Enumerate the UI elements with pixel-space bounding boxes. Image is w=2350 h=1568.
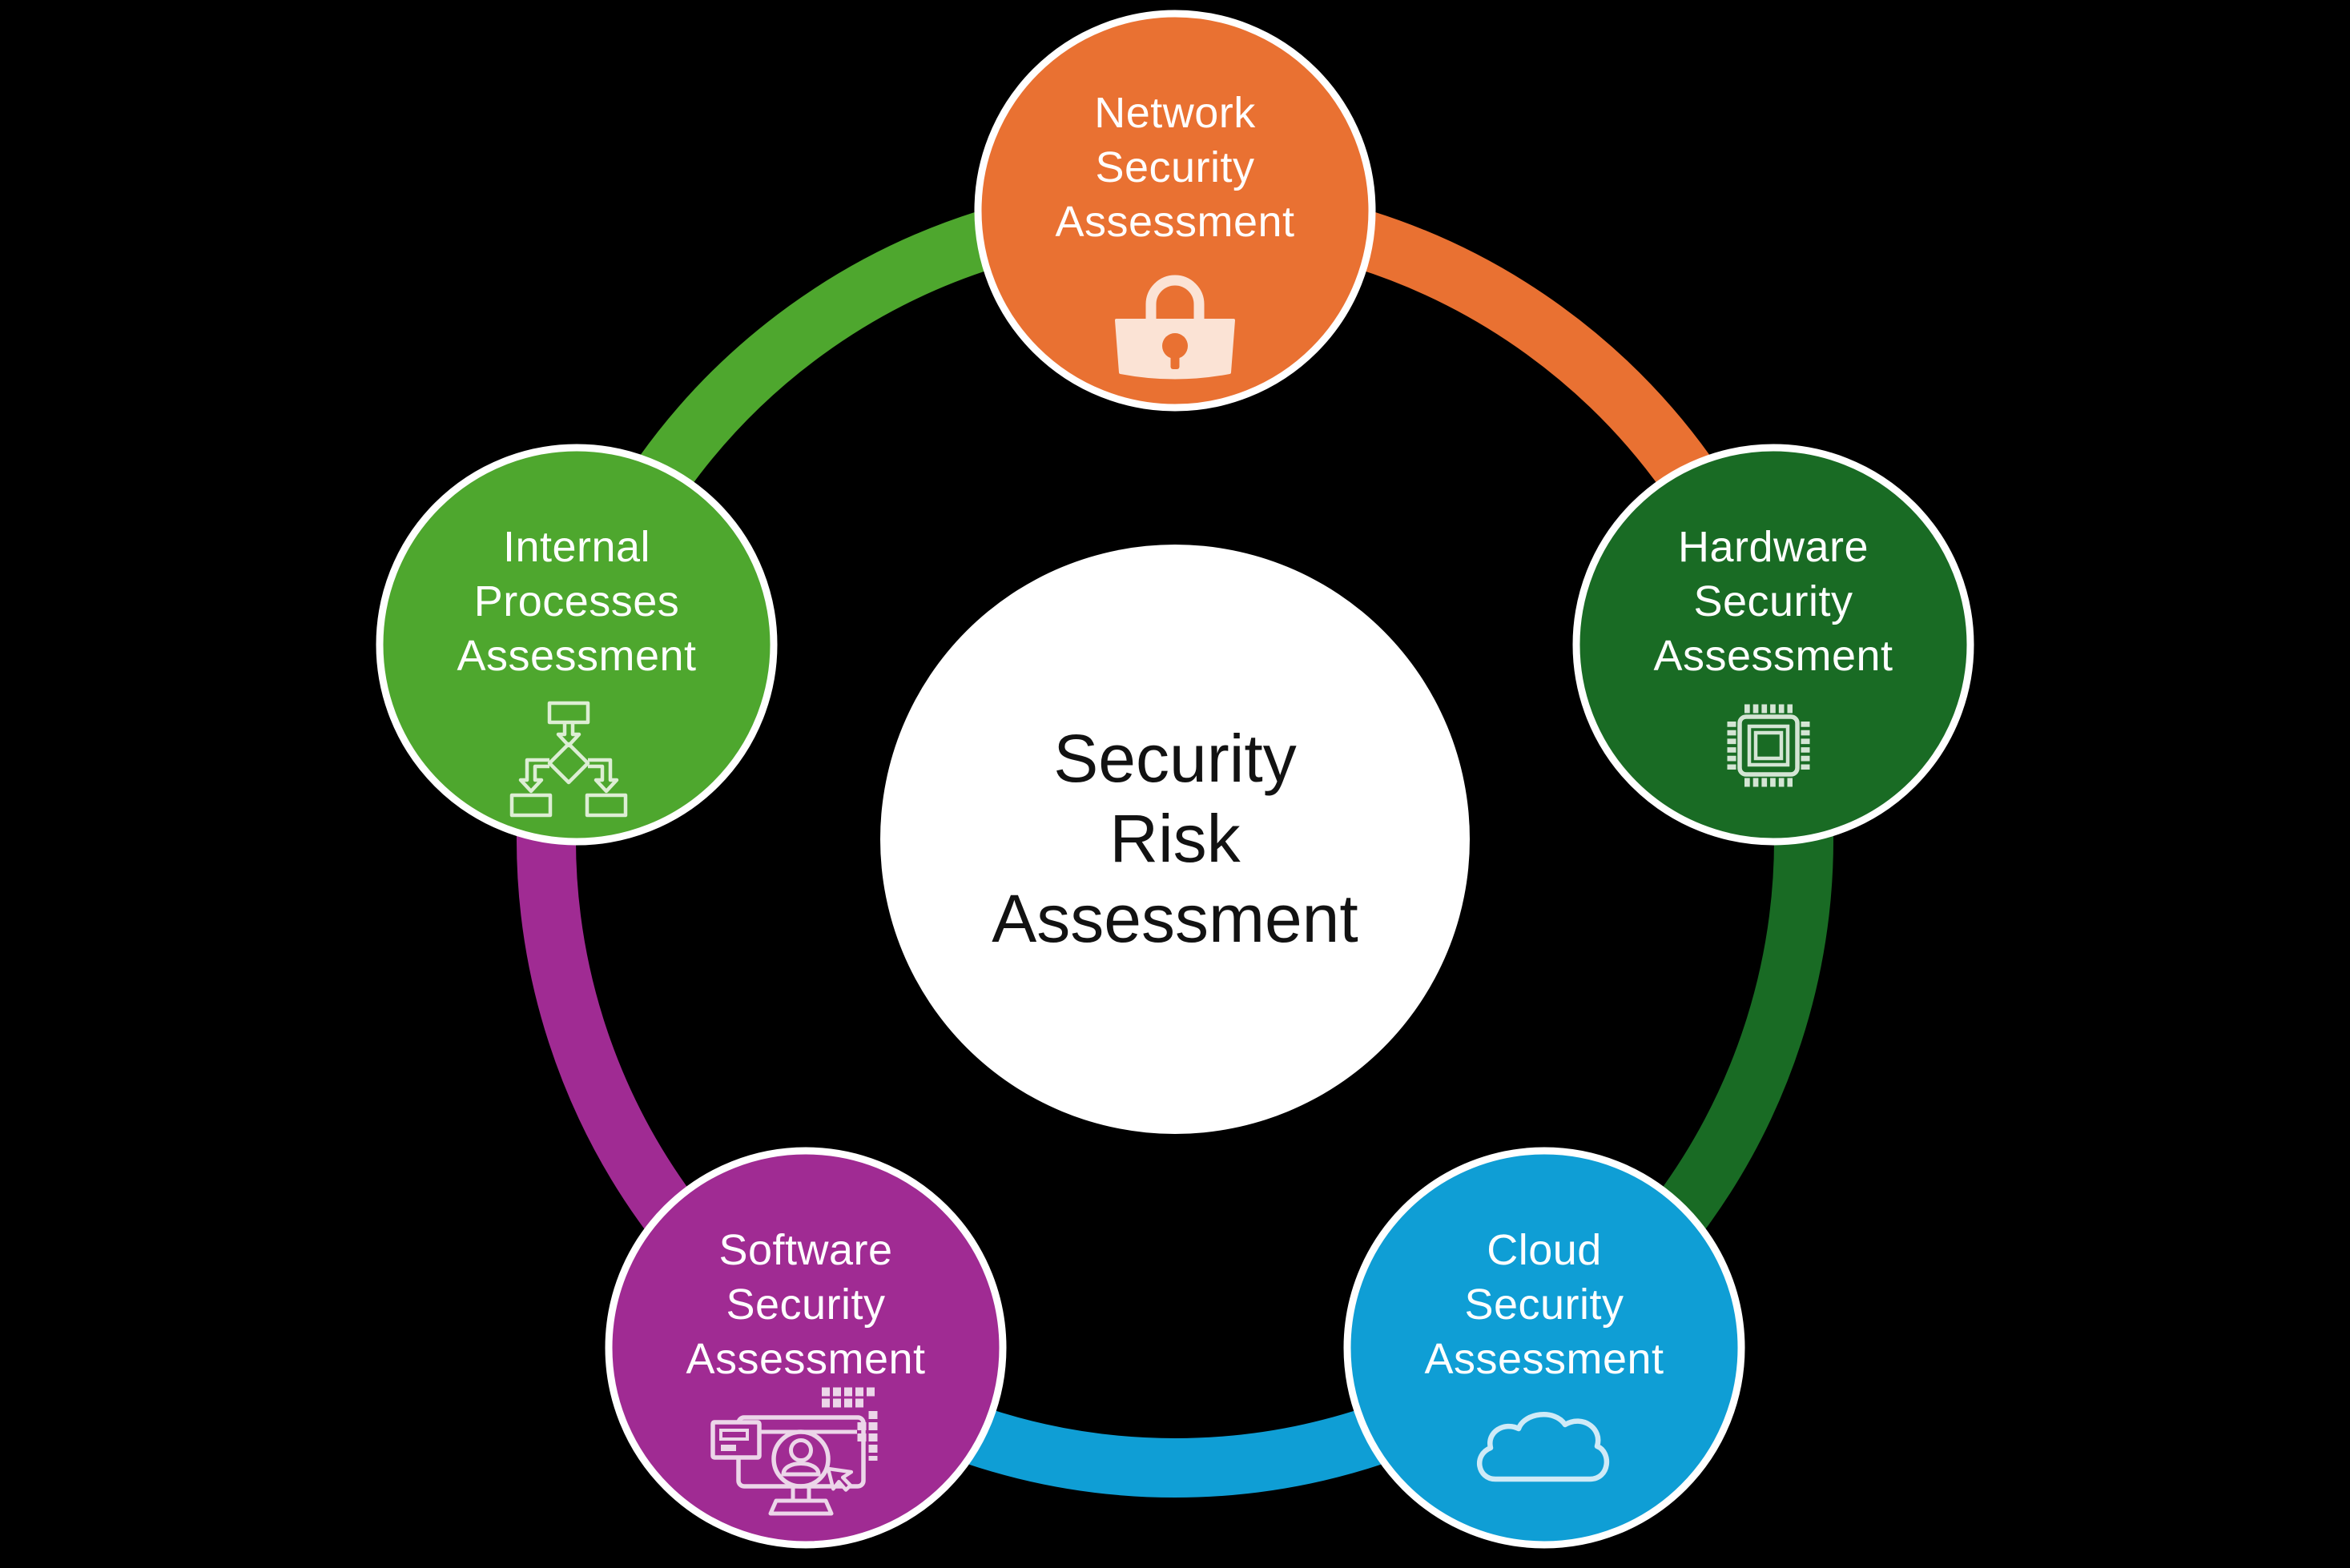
card-bar-outline [719, 1429, 749, 1441]
chip-core-square [1753, 730, 1784, 761]
chip-outer-square [1737, 714, 1800, 777]
flowchart-left-box [509, 793, 553, 818]
monitor-user-icon [710, 1387, 878, 1516]
avatar-shoulders [781, 1461, 821, 1477]
flowchart-right-box [585, 793, 628, 818]
lock-shackle [1145, 275, 1205, 335]
node-circle-cloud [1343, 1147, 1745, 1549]
node-circle-internal [376, 444, 778, 846]
node-label-hardware: Hardware Security Assessment [1653, 523, 1893, 680]
node-label-network: Network Security Assessment [1055, 89, 1295, 246]
avatar-head [789, 1438, 813, 1462]
lock-keyhole-stem [1170, 351, 1180, 369]
flowchart-arrow-left [518, 758, 549, 794]
card-bar-filled [721, 1445, 736, 1451]
flowchart-arrow-right [588, 758, 619, 794]
avatar-circle [771, 1429, 831, 1489]
cursor-arrow-outline [826, 1466, 854, 1492]
flowchart-top-box [547, 701, 590, 725]
chip-mid-square [1747, 724, 1790, 767]
lock-keyhole [1162, 333, 1188, 369]
node-circle-network [974, 10, 1376, 412]
lock-icon [1115, 275, 1235, 380]
lock-keyhole-circle [1162, 333, 1188, 359]
chip-icon [1727, 704, 1810, 787]
center-circle [880, 545, 1470, 1134]
cursor-arrow-icon [826, 1466, 854, 1492]
software-card [710, 1420, 762, 1460]
node-label-internal: Internal Processes Assessment [457, 523, 697, 680]
flowchart-diamond [547, 742, 590, 785]
node-circle-hardware [1572, 444, 1974, 846]
cloud-icon [1476, 1412, 1610, 1482]
flowchart-icon [509, 701, 628, 818]
node-label-software: Software Security Assessment [686, 1226, 926, 1383]
monitor-stand-neck [791, 1486, 811, 1501]
node-label-cloud: Cloud Security Assessment [1424, 1226, 1664, 1383]
node-circle-software [605, 1147, 1007, 1549]
cloud-outline [1476, 1412, 1610, 1482]
monitor-stand-base [768, 1498, 834, 1516]
center-label: Security Risk Assessment [992, 721, 1358, 956]
